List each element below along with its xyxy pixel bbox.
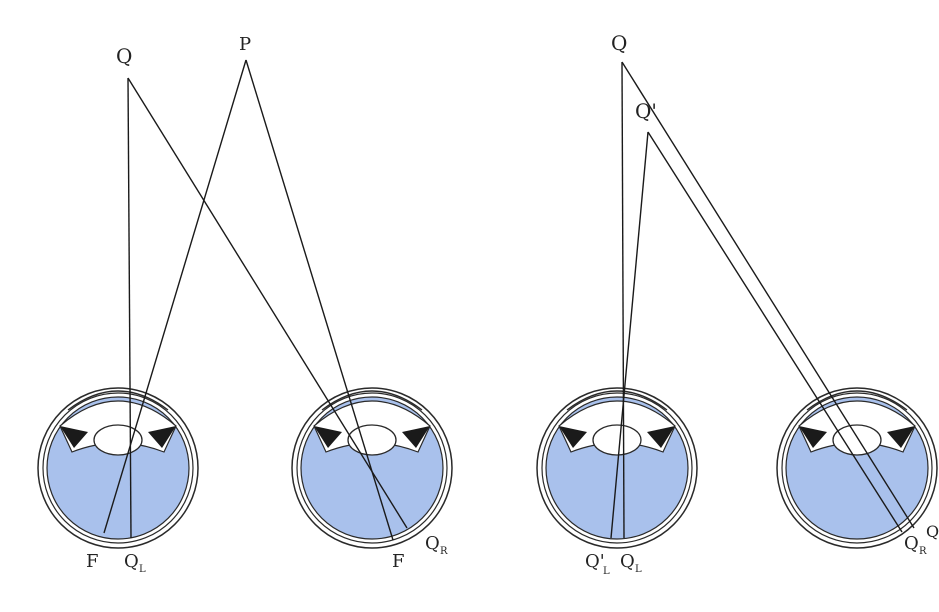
retina-label-ql-sub-2: L [635, 564, 642, 575]
right-panel-right-eye [777, 388, 937, 548]
right-panel: Q Q' Q' L Q L Q R Q [537, 31, 939, 577]
point-label-q-prime: Q' [635, 99, 657, 123]
retina-label-ql-main: Q [124, 551, 139, 572]
retina-label-ql-main-2: Q [620, 551, 635, 572]
retina-label-qr-sub-2: R [919, 546, 927, 557]
point-label-p: P [239, 34, 251, 55]
retina-label-qpl-sub: L [603, 566, 610, 577]
point-label-q-right: Q [611, 31, 627, 55]
retina-label-qr-main: Q [425, 533, 440, 554]
point-label-q: Q [116, 44, 132, 68]
retina-label-edge-q: Q [926, 522, 939, 541]
retina-label-qr-main-2: Q [904, 533, 919, 554]
left-panel: Q P F Q L F Q R [38, 34, 452, 575]
retina-label-qr-sub: R [440, 546, 448, 557]
retina-label-ql-sub: L [139, 564, 146, 575]
left-panel-left-eye [38, 388, 198, 548]
retina-label-f-right: F [392, 551, 405, 572]
retina-label-qpl-main: Q' [585, 551, 605, 572]
left-panel-right-eye [292, 388, 452, 548]
retina-label-f-left: F [86, 551, 99, 572]
